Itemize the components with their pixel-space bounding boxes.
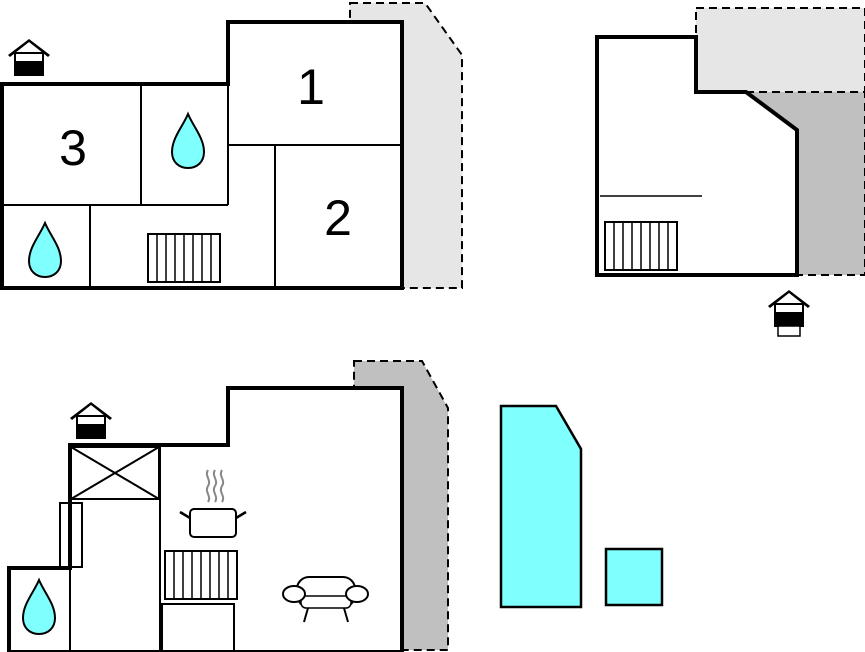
water-drop-icon [22, 579, 56, 635]
terrace-bottom-left [353, 360, 449, 651]
radiator-icon [147, 233, 221, 283]
swimming-pool [499, 404, 583, 609]
house-entrance-icon [767, 289, 811, 327]
water-drop-icon [171, 113, 205, 169]
interior-walls-top-left [2, 84, 402, 288]
room-2-label: 2 [324, 190, 352, 246]
sofa-icon [282, 576, 369, 623]
room-3-label: 3 [59, 120, 87, 176]
terrace-dark-top-right [742, 91, 865, 276]
outer-walls-bottom-left [7, 386, 404, 652]
house-entrance-icon [69, 401, 113, 439]
outer-walls-top-right [595, 35, 799, 277]
radiator-icon [604, 221, 678, 271]
top-right-floor [595, 7, 865, 337]
radiator-icon [164, 550, 238, 600]
terrace-light-top-right [695, 7, 865, 93]
terrace-top-left [349, 1, 463, 289]
cooking-pot-icon [179, 469, 247, 538]
entrance-step-icon [777, 325, 801, 337]
room-1-label: 1 [297, 59, 325, 115]
paddling-pool [604, 547, 664, 607]
top-left-floor: 1 2 3 [0, 1, 463, 290]
bottom-left-floor [7, 360, 449, 652]
water-drop-icon [28, 222, 62, 278]
interior-walls-bottom-left [59, 445, 235, 652]
pool-area [499, 404, 664, 609]
house-entrance-icon [7, 38, 51, 76]
